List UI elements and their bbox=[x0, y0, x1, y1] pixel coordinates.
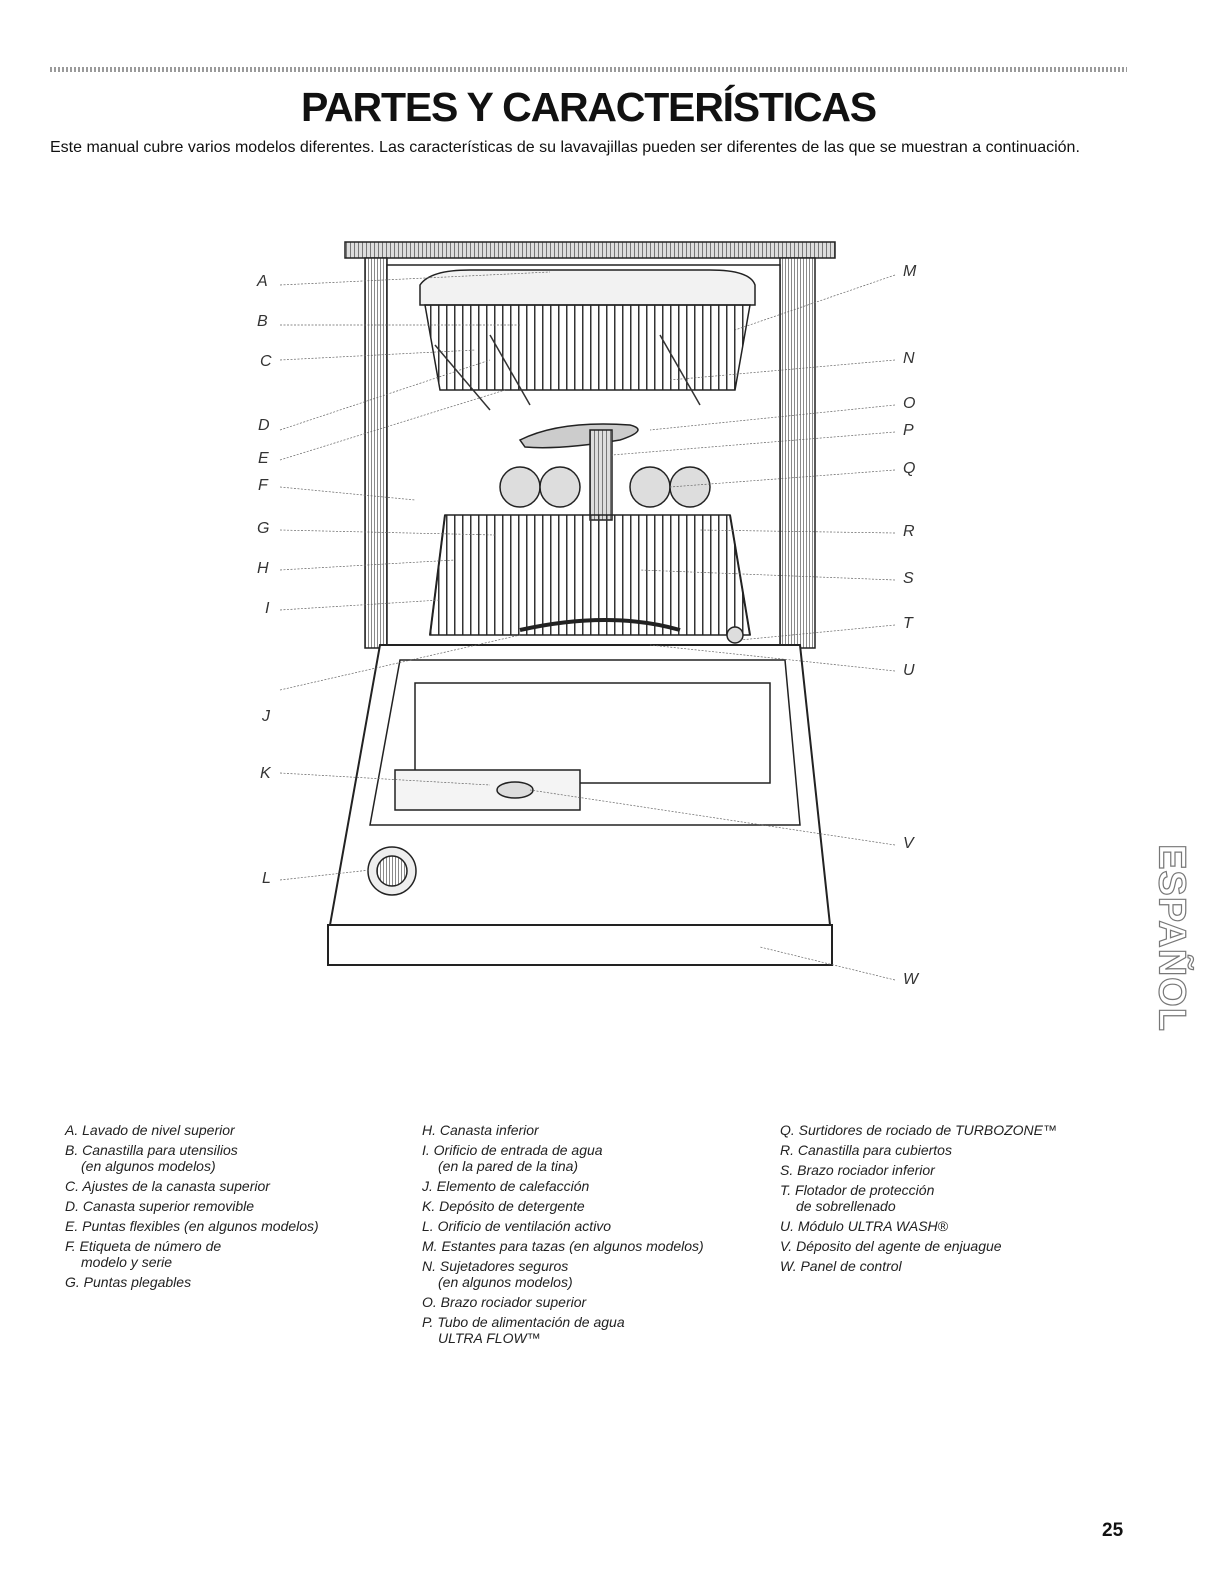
legend-item: V. Déposito del agente de enjuague bbox=[780, 1238, 1002, 1254]
callout-label: A bbox=[257, 273, 268, 290]
language-side-tab: ESPAÑOL bbox=[1150, 815, 1193, 1060]
callout-label: N bbox=[903, 350, 915, 367]
legend-item: H. Canasta inferior bbox=[422, 1122, 539, 1138]
callout-label: O bbox=[903, 395, 916, 412]
callout-label: I bbox=[265, 600, 270, 617]
callout-label: V bbox=[903, 835, 914, 852]
legend-item: A. Lavado de nivel superior bbox=[65, 1122, 235, 1138]
callout-label: T bbox=[903, 615, 913, 632]
callout-label: J bbox=[262, 708, 270, 725]
callout-label: G bbox=[257, 520, 270, 537]
legend-item: C. Ajustes de la canasta superior bbox=[65, 1178, 270, 1194]
legend-item: K. Depósito de detergente bbox=[422, 1198, 585, 1214]
legend-item: E. Puntas flexibles (en algunos modelos) bbox=[65, 1218, 319, 1234]
callout-label: S bbox=[903, 570, 914, 587]
legend-column-3: Q. Surtidores de rociado de TURBOZONE™ R… bbox=[780, 1122, 1057, 1278]
page-title: PARTES Y CARACTERÍSTICAS bbox=[301, 84, 877, 130]
legend-item: W. Panel de control bbox=[780, 1258, 902, 1274]
intro-paragraph: Este manual cubre varios modelos diferen… bbox=[50, 139, 1080, 156]
callout-label: H bbox=[257, 560, 269, 577]
legend-item: Q. Surtidores de rociado de TURBOZONE™ bbox=[780, 1122, 1057, 1138]
legend-item: L. Orificio de ventilación activo bbox=[422, 1218, 612, 1234]
legend-item: M. Estantes para tazas (en algunos model… bbox=[422, 1238, 704, 1254]
callout-label: U bbox=[903, 662, 915, 679]
callout-label: B bbox=[257, 313, 268, 330]
legend-item: U. Módulo ULTRA WASH® bbox=[780, 1218, 948, 1234]
top-rule bbox=[50, 67, 1127, 72]
legend-item: D. Canasta superior removible bbox=[65, 1198, 255, 1214]
callout-label: Q bbox=[903, 460, 916, 477]
callout-label: D bbox=[258, 417, 270, 434]
legend-item: I. Orificio de entrada de agua(en la par… bbox=[422, 1142, 603, 1174]
legend-column-2: H. Canasta inferior I. Orificio de entra… bbox=[422, 1122, 704, 1350]
callout-label: F bbox=[258, 477, 268, 494]
callout-label: P bbox=[903, 422, 914, 439]
legend-item: S. Brazo rociador inferior bbox=[780, 1162, 935, 1178]
leader-lines bbox=[279, 271, 896, 981]
callout-label: K bbox=[260, 765, 271, 782]
callout-label: M bbox=[903, 263, 917, 280]
legend-column-1: A. Lavado de nivel superior B. Canastill… bbox=[65, 1122, 319, 1294]
dishwasher-body bbox=[327, 241, 836, 966]
callout-label: R bbox=[903, 523, 915, 540]
legend-item: R. Canastilla para cubiertos bbox=[780, 1142, 952, 1158]
callout-label: L bbox=[262, 870, 271, 887]
page-number: 25 bbox=[1102, 1520, 1124, 1541]
legend-item: J. Elemento de calefacción bbox=[422, 1178, 590, 1194]
language-tab-label: ESPAÑOL bbox=[1150, 843, 1193, 1032]
callout-label: W bbox=[903, 971, 919, 988]
legend-item: G. Puntas plegables bbox=[65, 1274, 192, 1290]
dishwasher-illustration: A B C D E F G H I J K L M N O P Q R S T … bbox=[230, 225, 960, 1015]
legend-item: B. Canastilla para utensilios(en algunos… bbox=[65, 1142, 238, 1174]
legend-item: O. Brazo rociador superior bbox=[422, 1294, 587, 1310]
legend-item: N. Sujetadores seguros(en algunos modelo… bbox=[422, 1258, 573, 1290]
callout-label: C bbox=[260, 353, 272, 370]
callout-label: E bbox=[258, 450, 269, 467]
